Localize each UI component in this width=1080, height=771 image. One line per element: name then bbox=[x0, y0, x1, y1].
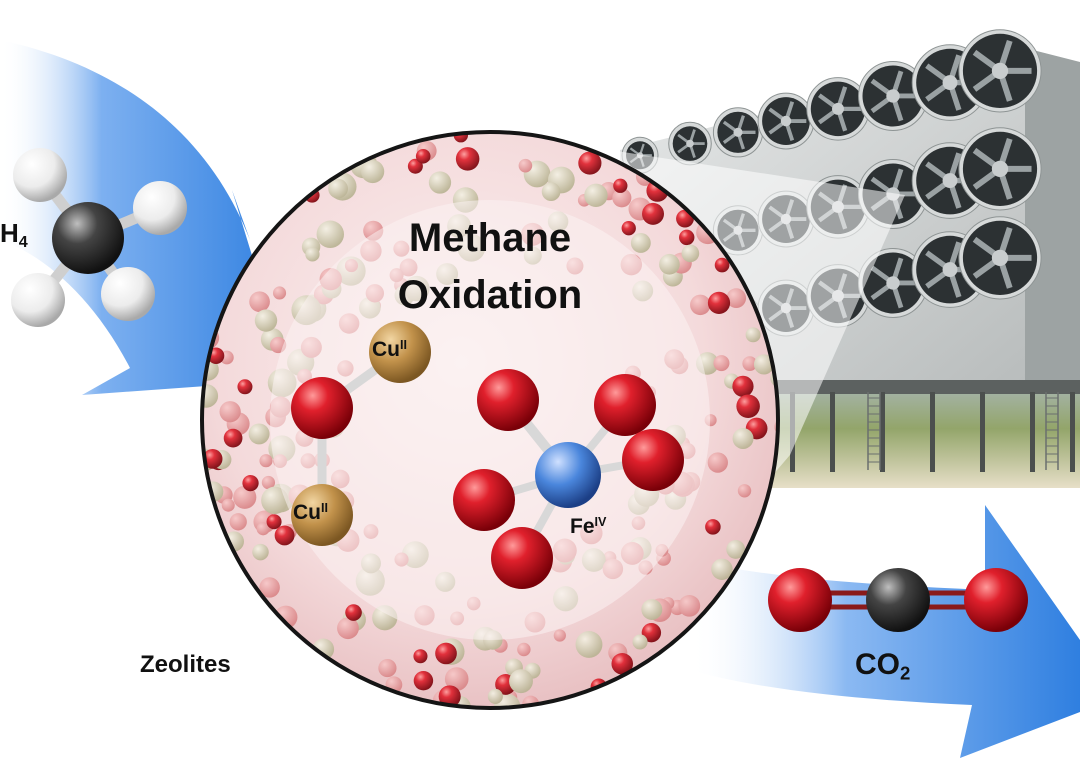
fan-icon bbox=[858, 247, 928, 318]
iron-atom bbox=[535, 442, 601, 508]
co2-label: CO2 bbox=[855, 648, 910, 685]
copper-2-oxidation-state: II bbox=[321, 501, 328, 516]
fan-icon bbox=[806, 77, 870, 141]
copper-atom-2 bbox=[291, 484, 353, 546]
iron-oxidation-state: IV bbox=[594, 515, 607, 530]
oxygen-atom bbox=[964, 568, 1028, 632]
copper-2-symbol: Cu bbox=[293, 501, 321, 524]
hydrogen-atom bbox=[11, 273, 65, 327]
hydrogen-atom bbox=[101, 267, 155, 321]
copper-atom-2-label: CuII bbox=[293, 501, 328, 525]
support-legs bbox=[790, 392, 1075, 472]
carbon-dioxide-molecule bbox=[768, 568, 1028, 632]
fan-icon bbox=[958, 216, 1042, 300]
fan-icon bbox=[911, 231, 989, 308]
oxygen-atom bbox=[594, 374, 656, 436]
fan-icon bbox=[757, 92, 815, 150]
hydrogen-atom bbox=[133, 181, 187, 235]
copper-oxo-site bbox=[291, 321, 431, 546]
methane-label: H4 bbox=[0, 218, 28, 252]
fan-icon bbox=[668, 121, 712, 166]
methane-label-subscript: 4 bbox=[18, 232, 28, 251]
fan-icon bbox=[712, 107, 764, 158]
copper-atom-1 bbox=[369, 321, 431, 383]
zeolites-label: Zeolites bbox=[140, 651, 231, 678]
carbon-atom bbox=[52, 202, 124, 274]
oxygen-atom bbox=[622, 429, 684, 491]
oxygen-atom bbox=[491, 527, 553, 589]
copper-atom-1-label: CuII bbox=[372, 338, 407, 362]
iron-atom-label: FeIV bbox=[570, 515, 606, 539]
bubble-outline bbox=[200, 130, 780, 710]
methane-molecule bbox=[11, 148, 187, 327]
ladder-icon bbox=[867, 392, 881, 470]
methane-label-formula: H bbox=[0, 218, 19, 248]
carbon-atom bbox=[866, 568, 930, 632]
iron-oxo-site bbox=[453, 369, 684, 589]
oxygen-atom bbox=[477, 369, 539, 431]
co2-label-formula: CO bbox=[855, 648, 900, 681]
title-line-2: Oxidation bbox=[397, 273, 583, 317]
fan-icon bbox=[958, 127, 1042, 211]
hydrogen-atom bbox=[13, 148, 67, 202]
oxygen-atom bbox=[453, 469, 515, 531]
title-line-1: Methane bbox=[408, 216, 572, 260]
ladder-icon bbox=[1045, 392, 1059, 470]
outgoing-arrow bbox=[690, 505, 1080, 758]
oxygen-atom bbox=[291, 377, 353, 439]
fan-icon bbox=[958, 29, 1042, 113]
oxygen-atom bbox=[768, 568, 832, 632]
copper-1-symbol: Cu bbox=[372, 338, 400, 361]
co2-label-subscript: 2 bbox=[900, 662, 911, 684]
copper-1-oxidation-state: II bbox=[400, 338, 407, 353]
iron-symbol: Fe bbox=[570, 515, 595, 538]
